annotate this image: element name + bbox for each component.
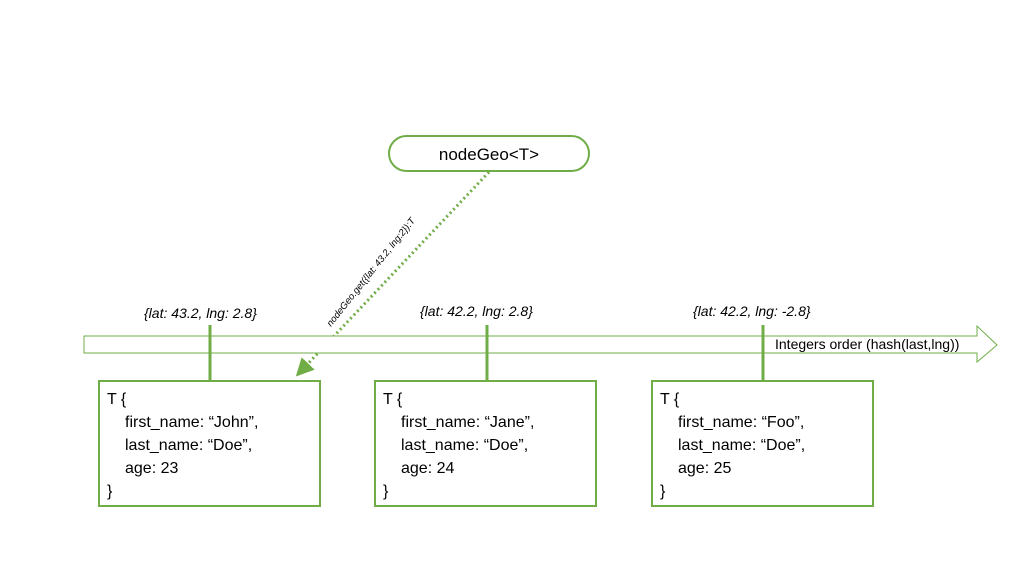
- record-line: T {: [383, 391, 403, 408]
- record-line: age: 25: [678, 460, 731, 477]
- call-label: nodeGeo.get({lat: 43.2, lng:2}):T: [325, 215, 419, 329]
- record-box: [98, 380, 321, 507]
- order-axis-arrow: [83, 324, 998, 364]
- root-node: nodeGeo<T>: [388, 135, 590, 172]
- axis-label: Integers order (hash(last,lng)): [775, 336, 959, 352]
- record-coord: {lat: 43.2, lng: 2.8}: [144, 305, 257, 321]
- record-line: first_name: “Foo”,: [678, 414, 804, 431]
- record-line: last_name: “Doe”,: [678, 437, 805, 454]
- record-box: [651, 380, 874, 507]
- record-line: first_name: “Jane”,: [401, 414, 534, 431]
- record-line: }: [660, 483, 666, 500]
- root-node-label: nodeGeo<T>: [439, 145, 539, 164]
- record-coord: {lat: 42.2, lng: -2.8}: [693, 303, 811, 319]
- record-jane: {lat: 42.2, lng: 2.8} T { first_name: “J…: [374, 303, 597, 507]
- record-line: T {: [660, 391, 680, 408]
- record-line: last_name: “Doe”,: [401, 437, 528, 454]
- record-line: }: [107, 483, 113, 500]
- record-line: }: [383, 483, 389, 500]
- record-line: T {: [107, 391, 127, 408]
- record-line: age: 24: [401, 460, 454, 477]
- record-box: [374, 380, 597, 507]
- root-node-shape: [388, 135, 590, 172]
- record-line: last_name: “Doe”,: [125, 437, 252, 454]
- record-coord: {lat: 42.2, lng: 2.8}: [420, 303, 533, 319]
- record-line: age: 23: [125, 460, 178, 477]
- record-john: {lat: 43.2, lng: 2.8} T { first_name: “J…: [98, 305, 321, 507]
- record-foo: {lat: 42.2, lng: -2.8} T { first_name: “…: [651, 303, 874, 507]
- record-line: first_name: “John”,: [125, 414, 258, 431]
